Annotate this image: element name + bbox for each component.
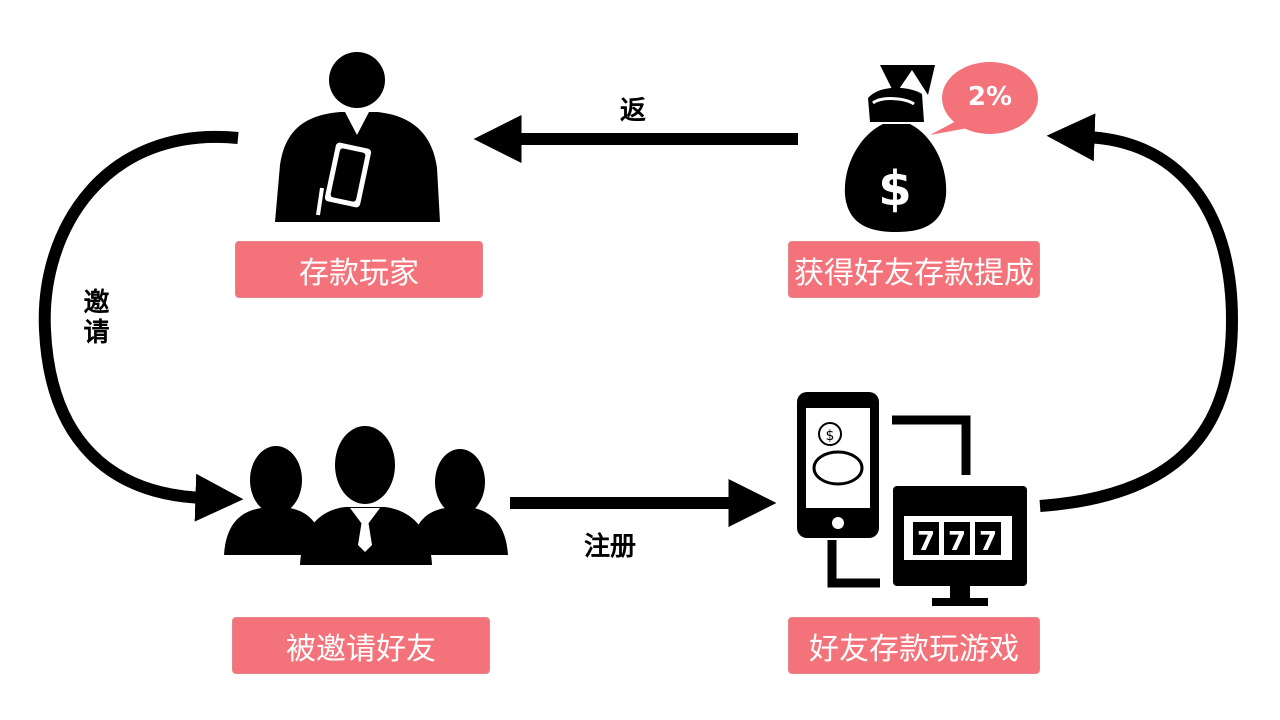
phone-slot-machine-icon: $ 7 7 7 (797, 392, 1027, 606)
svg-text:$: $ (878, 161, 911, 217)
box-depositor: 存款玩家 (235, 241, 483, 298)
arrow-commission (1039, 113, 1239, 512)
person-with-phone-icon (275, 52, 440, 222)
svg-text:7: 7 (979, 527, 997, 557)
percent-badge (930, 62, 1038, 135)
box-commission: 获得好友存款提成 (788, 241, 1040, 298)
svg-text:7: 7 (917, 527, 935, 557)
svg-text:$: $ (826, 428, 835, 444)
percent-badge-text: 2% (967, 82, 1013, 112)
group-people-icon (224, 423, 508, 565)
box-invited: 被邀请好友 (232, 617, 490, 674)
money-bag-icon: $ (844, 65, 947, 232)
label-rebate: 返 (620, 96, 647, 126)
svg-text:7: 7 (948, 527, 966, 557)
box-friend-play: 好友存款玩游戏 (788, 617, 1040, 674)
arrow-invite (38, 130, 244, 522)
label-register: 注册 (584, 532, 637, 562)
label-invite: 邀请 (79, 288, 109, 348)
